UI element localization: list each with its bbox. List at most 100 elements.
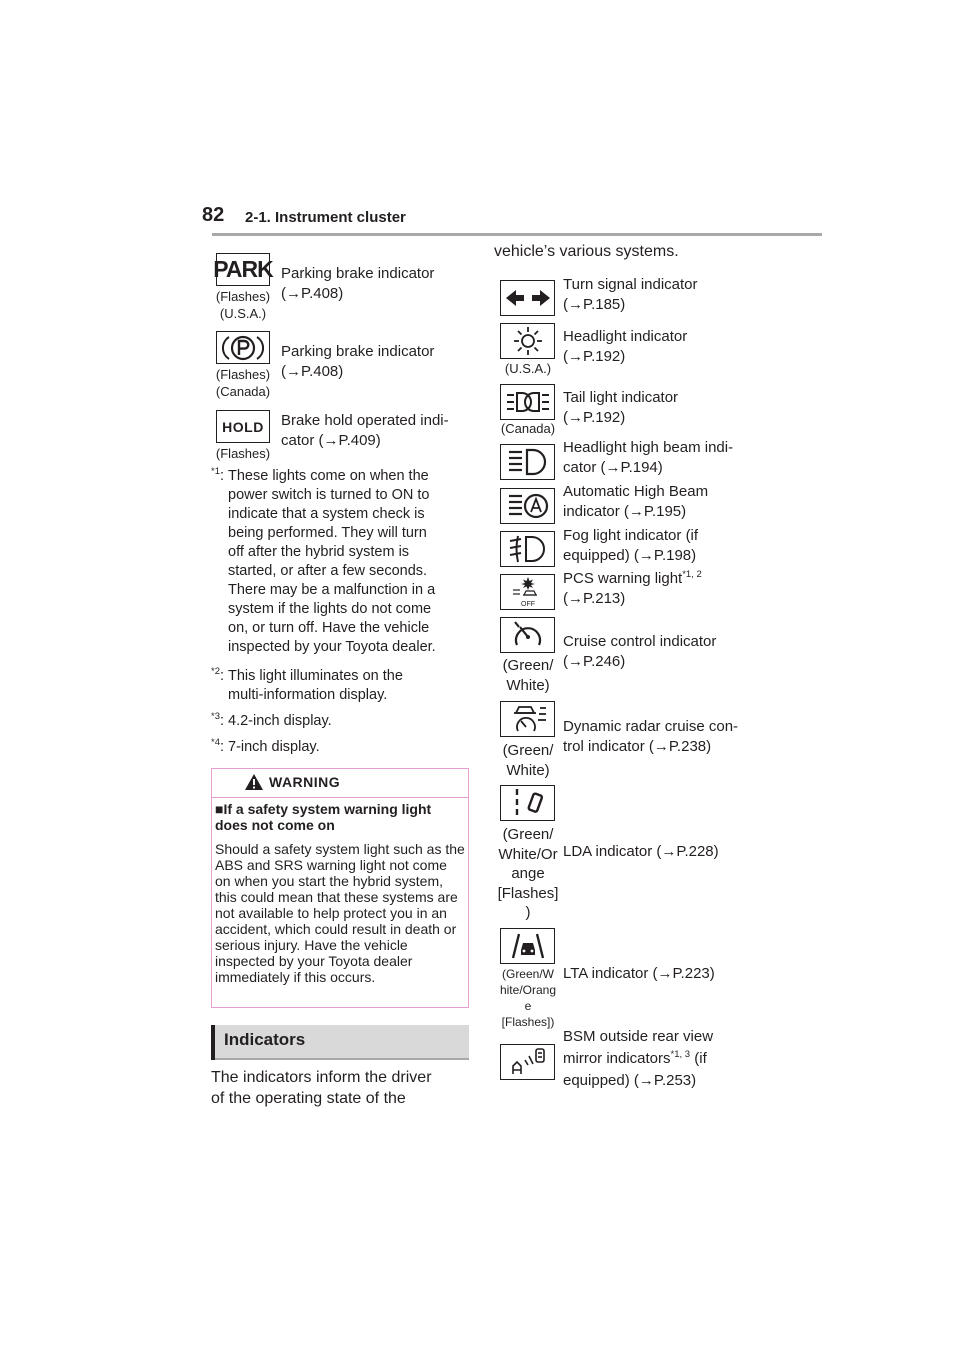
heading-accent-bar xyxy=(211,1025,215,1060)
header-rule xyxy=(212,233,822,236)
high-beam-svg xyxy=(508,448,546,476)
caption-line: ange xyxy=(511,865,545,882)
description-line: Brake hold operated indi- xyxy=(281,412,449,429)
footnote-line: There may be a malfunction in a xyxy=(228,582,436,598)
high-beam-description: Headlight high beam indi- cator (→P.194) xyxy=(563,438,753,478)
description-line: mirror indicators*1, 3 (if xyxy=(563,1049,707,1067)
pcs-off-text: OFF xyxy=(521,601,535,608)
description-line: Parking brake indicator xyxy=(281,265,435,282)
footnote-line: being performed. They will turn xyxy=(228,525,427,541)
footnote-line: These lights come on when the xyxy=(228,468,429,484)
footnote-line: system if the lights do not come xyxy=(228,601,432,617)
caption-line: White) xyxy=(506,762,550,779)
fog-light-icon xyxy=(500,531,555,567)
warning-title: WARNING xyxy=(269,774,341,790)
radar-cruise-caption: (Green/ White) xyxy=(494,741,562,781)
footnote-line: indicate that a system check is xyxy=(228,506,425,522)
intro-line: The indicators inform the driver xyxy=(211,1069,432,1086)
tail-light-caption: (Canada) xyxy=(494,420,562,437)
description-line: (→P.185) xyxy=(563,296,626,313)
caption-line: (Green/ xyxy=(502,657,554,674)
bsm-svg xyxy=(511,1048,545,1074)
section-title: 2-1. Instrument cluster xyxy=(245,209,406,226)
description-line: Cruise control indicator xyxy=(563,633,717,650)
caption-line: (Canada) xyxy=(500,421,556,436)
footnote-line: This light illuminates on the xyxy=(228,668,403,684)
description-line: (→P.408) xyxy=(281,285,344,302)
hold-icon-text: HOLD xyxy=(222,418,264,435)
bsm-description: BSM outside rear view mirror indicators*… xyxy=(563,1026,758,1092)
fog-light-svg xyxy=(509,535,545,563)
caption-line: (Green/W xyxy=(501,967,554,981)
description-line: cator (→P.194) xyxy=(563,459,663,476)
indicators-heading: Indicators xyxy=(224,1030,306,1049)
park-caption: (Flashes) (U.S.A.) xyxy=(208,288,278,322)
indicators-heading-box: Indicators xyxy=(211,1025,469,1060)
tail-light-description: Tail light indicator (→P.192) xyxy=(563,388,753,428)
auto-high-beam-svg xyxy=(508,493,548,519)
auto-high-beam-icon xyxy=(500,488,555,524)
footnote-line: on, or turn off. Have the vehicle xyxy=(228,620,430,636)
parking-p-description: Parking brake indicator (→P.408) xyxy=(281,342,461,382)
caption-line: White) xyxy=(506,677,550,694)
park-icon: PARK xyxy=(213,253,274,286)
footnote-2: *2: This light illuminates on the multi-… xyxy=(211,667,473,705)
footnote-line: inspected by your Toyota dealer. xyxy=(228,639,436,655)
indicators-intro: The indicators inform the driver of the … xyxy=(211,1067,471,1109)
description-line: equipped) (→P.198) xyxy=(563,547,697,564)
caption-line: [Flashes]) xyxy=(501,1015,555,1029)
turn-signal-description: Turn signal indicator (→P.185) xyxy=(563,275,753,315)
turn-signal-icon xyxy=(500,280,555,316)
description-line: (→P.246) xyxy=(563,653,626,670)
description-line: Parking brake indicator xyxy=(281,343,435,360)
description-line: equipped) (→P.253) xyxy=(563,1072,697,1089)
parking-p-caption: (Flashes) (Canada) xyxy=(208,366,278,400)
intro-line: of the operating state of the xyxy=(211,1090,406,1107)
lda-description: LDA indicator (→P.228) xyxy=(563,842,753,862)
headlight-svg xyxy=(513,327,542,355)
footnote-mark: *3: xyxy=(211,711,225,729)
lda-caption: (Green/ White/Or ange [Flashes] ) xyxy=(494,825,562,923)
footnote-3: *3: 4.2-inch display. xyxy=(211,712,473,731)
hold-description: Brake hold operated indi- cator (→P.409) xyxy=(281,411,466,451)
cruise-control-icon xyxy=(500,617,555,653)
footnote-reference: *1, 3 xyxy=(670,1049,691,1060)
parking-p-circle-icon xyxy=(216,331,270,364)
description-line: indicator (→P.195) xyxy=(563,503,687,520)
caption-line: (Flashes) xyxy=(215,289,271,304)
pcs-warning-svg: OFF xyxy=(512,577,537,608)
headlight-caption: (U.S.A.) xyxy=(494,360,562,377)
high-beam-icon xyxy=(500,444,555,480)
radar-cruise-icon xyxy=(500,701,555,737)
description-line: BSM outside rear view xyxy=(563,1028,714,1045)
warning-header: WARNING xyxy=(212,769,468,798)
indicators-intro-continued: vehicle’s various systems. xyxy=(494,243,679,260)
footnote-mark: *2: xyxy=(211,666,225,684)
lta-caption: (Green/W hite/Orang e [Flashes]) xyxy=(492,966,564,1030)
caption-line: White/Or xyxy=(498,845,558,863)
caption-line: (Flashes) xyxy=(215,367,271,382)
warning-body: Should a safety system light such as the… xyxy=(215,841,465,985)
caption-line: (U.S.A.) xyxy=(504,361,552,376)
park-icon-text: PARK xyxy=(213,256,273,282)
cruise-control-description: Cruise control indicator (→P.246) xyxy=(563,632,753,672)
description-line: (→P.408) xyxy=(281,363,344,380)
description-line: cator (→P.409) xyxy=(281,432,381,449)
description-line: Dynamic radar cruise con- xyxy=(563,718,739,735)
tail-light-svg xyxy=(506,392,549,412)
description-line: Tail light indicator xyxy=(563,389,679,406)
park-description: Parking brake indicator (→P.408) xyxy=(281,264,461,304)
hold-caption: (Flashes) xyxy=(208,445,278,462)
hold-icon: HOLD xyxy=(216,410,270,443)
description-line: PCS warning light*1, 2 xyxy=(563,569,702,587)
description-line: Headlight indicator xyxy=(563,328,688,345)
description-line: trol indicator (→P.238) xyxy=(563,738,712,755)
lda-icon xyxy=(500,785,555,821)
turn-signal-svg xyxy=(505,290,550,306)
tail-light-icon xyxy=(500,384,555,420)
headlight-description: Headlight indicator (→P.192) xyxy=(563,327,753,367)
description-line: Headlight high beam indi- xyxy=(563,439,734,456)
cruise-control-caption: (Green/ White) xyxy=(494,656,562,696)
pcs-description: PCS warning light*1, 2 (→P.213) xyxy=(563,569,753,609)
footnote-line: power switch is turned to ON to xyxy=(228,487,430,503)
